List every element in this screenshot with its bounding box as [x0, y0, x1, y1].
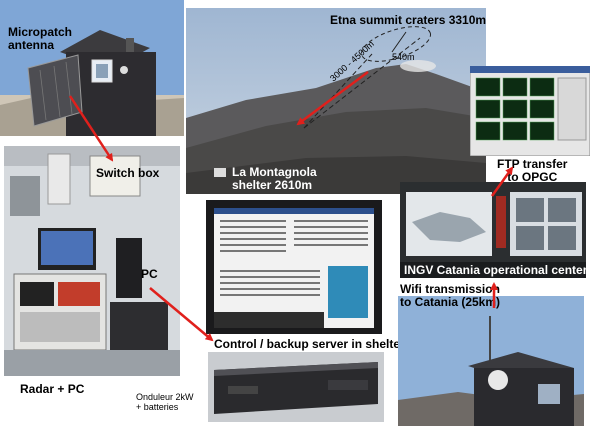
ftp-label: FTP transfer to OPGC — [497, 157, 568, 184]
micropatch-antenna-label: Micropatch antenna — [8, 25, 73, 52]
wifi-label: Wifi transmission to Catania (25km) — [400, 282, 501, 309]
control-server-label: Control / backup server in shelter — [212, 337, 407, 351]
range-540-label: 540m — [392, 52, 415, 62]
switch-box-label: Switch box — [96, 166, 160, 180]
server-screen-photo — [206, 200, 382, 334]
onduleur-label: Onduleur 2kW + batteries — [136, 392, 194, 412]
shelter-wifi-photo — [398, 296, 584, 426]
ingv-label: INGV Catania operational center — [404, 263, 588, 277]
shelter-antenna-photo — [0, 0, 184, 136]
pc-label: PC — [141, 267, 158, 281]
montagnola-label: La Montagnola shelter 2610m — [232, 165, 317, 192]
radar-rack-photo — [4, 146, 180, 376]
server-rack-photo — [208, 352, 384, 422]
summit-label: Etna summit craters 3310m — [330, 13, 487, 27]
etna-panorama-photo — [186, 8, 486, 194]
ingv-center-photo — [400, 182, 586, 278]
ftp-screenshot-photo — [470, 66, 590, 156]
radar-pc-label: Radar + PC — [20, 382, 85, 396]
